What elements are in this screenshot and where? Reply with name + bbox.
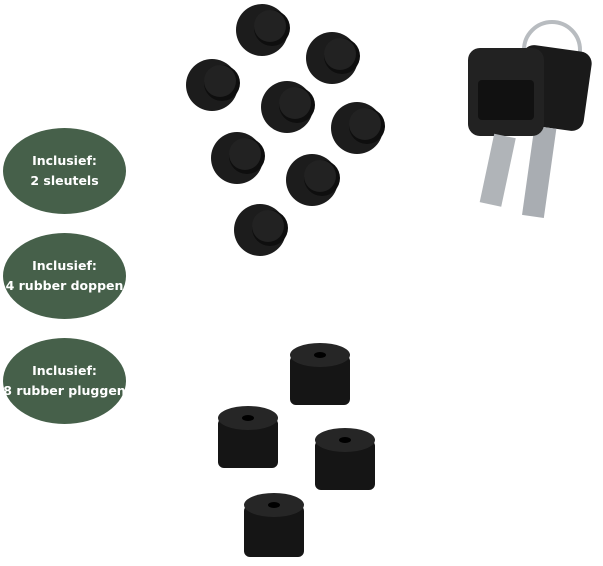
- rubber-cap: [244, 493, 304, 557]
- badge-rubber-plugs: Inclusief: 8 rubber pluggen: [3, 338, 126, 424]
- rubber-plug: [261, 81, 315, 133]
- rubber-plug: [306, 32, 360, 84]
- rubber-caps-image: [218, 343, 375, 557]
- badge-detail: 2 sleutels: [30, 173, 99, 188]
- badge-detail: 4 rubber doppen: [5, 278, 124, 293]
- badge-rubber-caps: Inclusief: 4 rubber doppen: [3, 233, 126, 319]
- rubber-cap: [218, 406, 278, 468]
- rubber-plug: [236, 4, 290, 56]
- badge-label: Inclusief:: [32, 258, 97, 273]
- badge-keys: Inclusief: 2 sleutels: [3, 128, 126, 214]
- badge-label: Inclusief:: [32, 363, 97, 378]
- keys-image: [468, 20, 592, 218]
- rubber-plug: [211, 132, 265, 184]
- rubber-plug: [234, 204, 288, 256]
- rubber-plug: [286, 154, 340, 206]
- badge-detail: 8 rubber pluggen: [3, 383, 126, 398]
- rubber-cap: [290, 343, 350, 405]
- rubber-cap: [315, 428, 375, 490]
- rubber-plug: [186, 59, 240, 111]
- rubber-plug: [331, 102, 385, 154]
- badge-label: Inclusief:: [32, 153, 97, 168]
